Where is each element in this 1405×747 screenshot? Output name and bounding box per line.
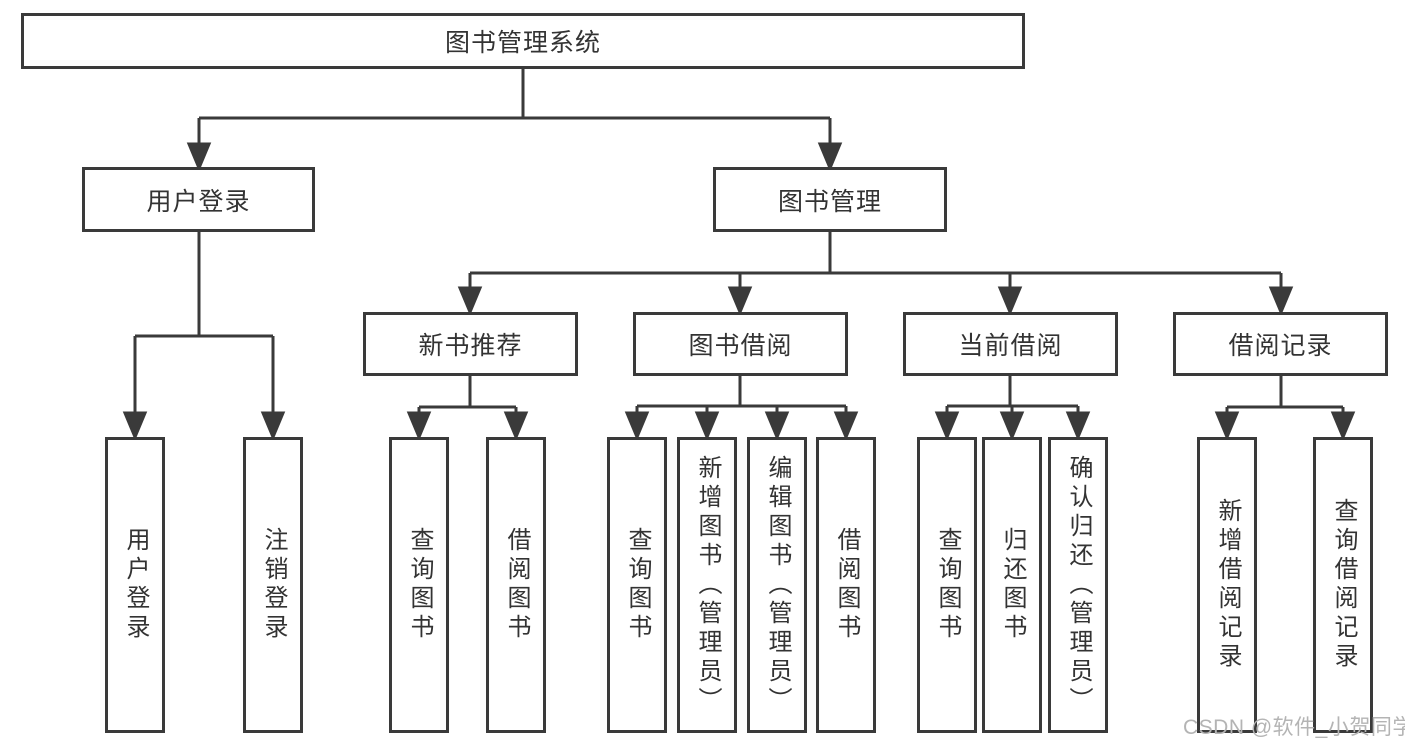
connector-new-book-recommend-to-leaves	[406, 376, 529, 441]
arrowhead-icon	[186, 142, 212, 172]
watermark-text: CSDN @软件_小贺同学	[1183, 716, 1405, 739]
node-leaf-query-books-recommend: 查询图书	[389, 437, 449, 733]
node-borrow-records: 借阅记录	[1173, 312, 1388, 376]
node-leaf-confirm-return-admin: 确认归还（管理员）	[1048, 437, 1108, 733]
arrowhead-icon	[1268, 286, 1294, 316]
node-leaf-add-books-admin: 新增图书（管理员）	[677, 437, 737, 733]
node-label: 确认归还（管理员）	[1065, 454, 1092, 716]
node-label: 当前借阅	[958, 332, 1063, 360]
arrowhead-icon	[260, 411, 286, 441]
arrowhead-icon	[624, 411, 650, 441]
connector-root-to-level2	[186, 69, 843, 172]
node-leaf-borrow-books: 借阅图书	[816, 437, 876, 733]
node-label: 借阅图书	[833, 527, 860, 643]
node-book-borrow: 图书借阅	[633, 312, 848, 376]
node-root: 图书管理系统	[21, 13, 1025, 69]
node-new-book-recommend: 新书推荐	[363, 312, 578, 376]
node-leaf-edit-books-admin: 编辑图书（管理员）	[747, 437, 807, 733]
arrowhead-icon	[1214, 411, 1240, 441]
node-leaf-return-books: 归还图书	[982, 437, 1042, 733]
node-label: 查询图书	[934, 527, 961, 643]
node-leaf-query-books-current: 查询图书	[917, 437, 977, 733]
node-leaf-query-books-borrow: 查询图书	[607, 437, 667, 733]
node-label: 查询图书	[406, 527, 433, 643]
node-user-login: 用户登录	[82, 167, 315, 232]
node-current-borrow: 当前借阅	[903, 312, 1118, 376]
node-leaf-user-login: 用户登录	[105, 437, 165, 733]
node-label: 归还图书	[999, 527, 1026, 643]
node-leaf-logout: 注销登录	[243, 437, 303, 733]
arrowhead-icon	[1065, 411, 1091, 441]
connector-book-management-to-level3	[457, 232, 1294, 316]
node-label: 图书管理	[777, 187, 882, 216]
connector-user-login-to-leaves	[122, 232, 286, 441]
node-label: 注销登录	[260, 527, 287, 643]
arrowhead-icon	[999, 411, 1025, 441]
node-label: 用户登录	[146, 187, 251, 216]
arrowhead-icon	[997, 286, 1023, 316]
arrowhead-icon	[122, 411, 148, 441]
arrowhead-icon	[1330, 411, 1356, 441]
node-label: 查询图书	[624, 527, 651, 643]
node-book-management: 图书管理	[713, 167, 947, 232]
arrowhead-icon	[727, 286, 753, 316]
node-label: 新书推荐	[418, 332, 523, 360]
arrowhead-icon	[457, 286, 483, 316]
connector-borrow-records-to-leaves	[1214, 376, 1356, 441]
arrowhead-icon	[764, 411, 790, 441]
node-label: 新增图书（管理员）	[694, 454, 721, 716]
arrowhead-icon	[934, 411, 960, 441]
node-label: 编辑图书（管理员）	[764, 454, 791, 716]
node-label: 图书管理系统	[444, 29, 601, 57]
node-label: 图书借阅	[688, 332, 793, 360]
node-label: 借阅图书	[503, 527, 530, 643]
node-leaf-borrow-books-recommend: 借阅图书	[486, 437, 546, 733]
node-leaf-query-borrow-record: 查询借阅记录	[1313, 437, 1373, 733]
arrowhead-icon	[503, 411, 529, 441]
connector-book-borrow-to-leaves	[624, 376, 859, 441]
arrowhead-icon	[694, 411, 720, 441]
node-label: 查询借阅记录	[1330, 498, 1357, 672]
node-leaf-add-borrow-record: 新增借阅记录	[1197, 437, 1257, 733]
connector-current-borrow-to-leaves	[934, 376, 1091, 441]
arrowhead-icon	[406, 411, 432, 441]
node-label: 新增借阅记录	[1214, 498, 1241, 672]
arrowhead-icon	[833, 411, 859, 441]
node-label: 借阅记录	[1228, 332, 1333, 360]
node-label: 用户登录	[122, 527, 149, 643]
arrowhead-icon	[817, 142, 843, 172]
